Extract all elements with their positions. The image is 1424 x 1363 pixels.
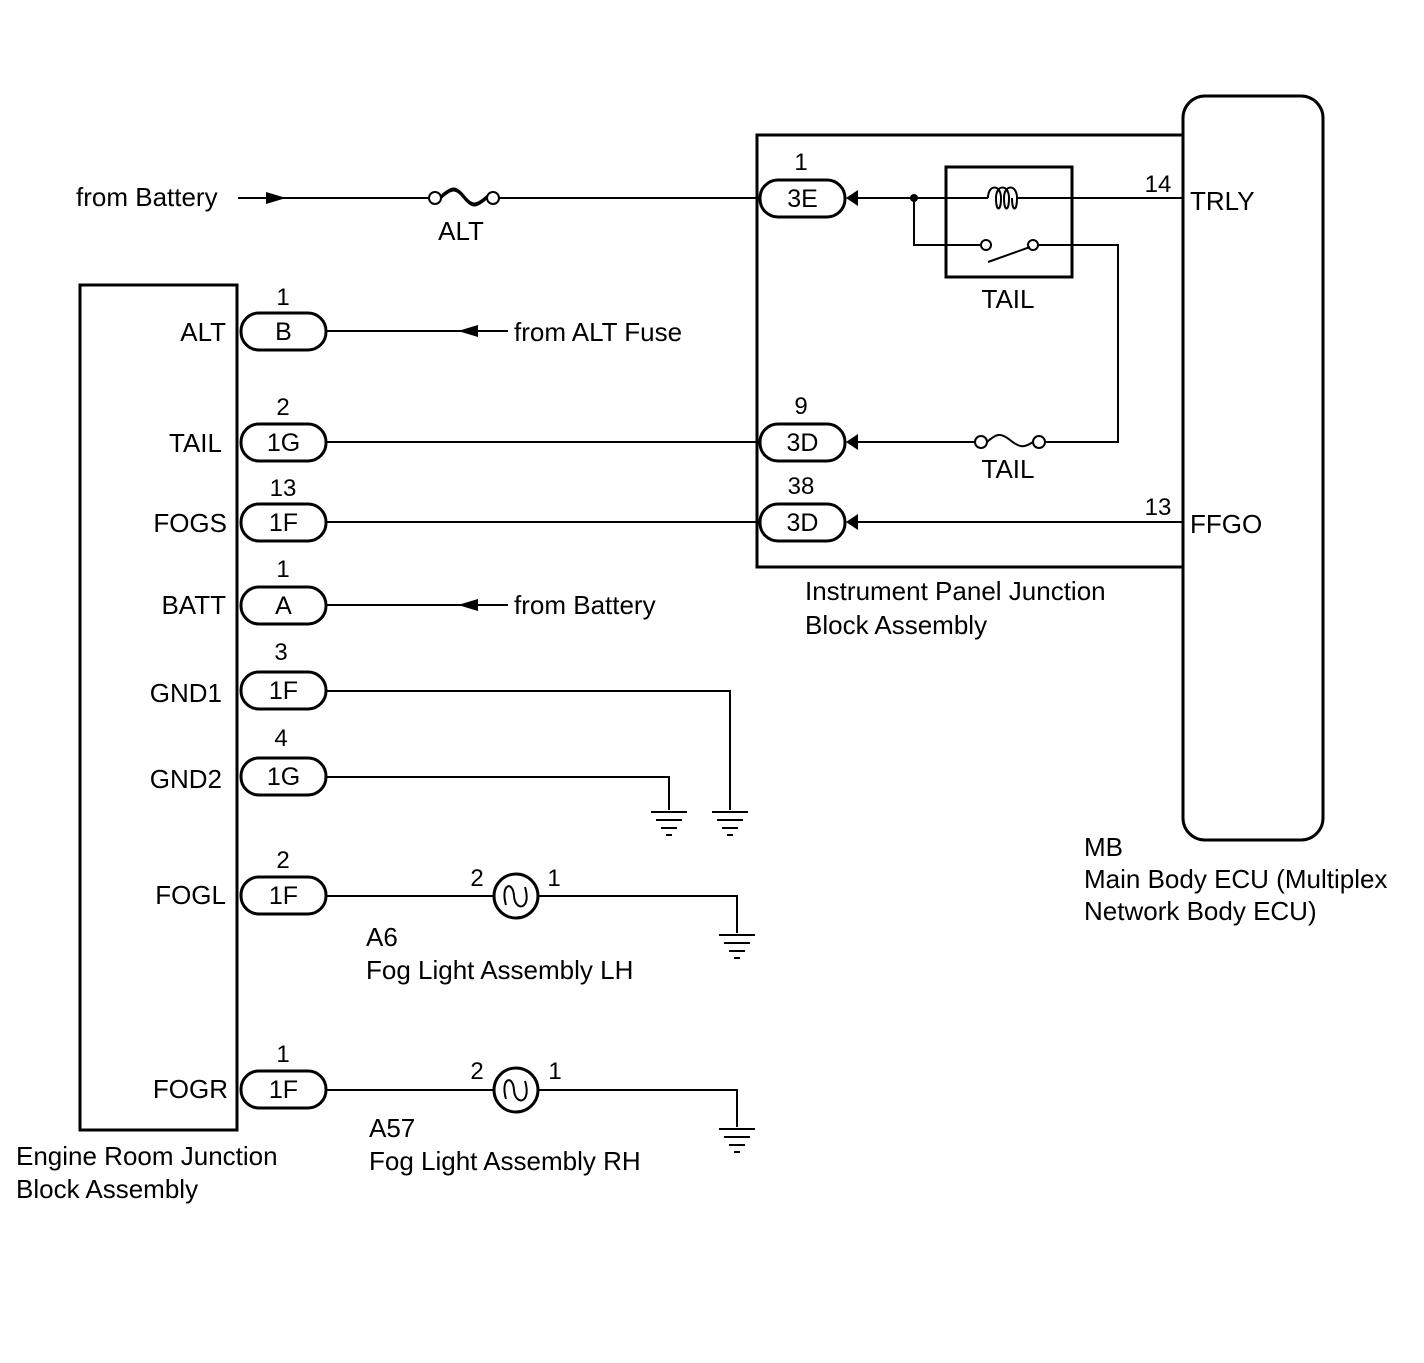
pin-number: 4	[274, 725, 287, 752]
tail-fuse-label: TAIL	[982, 454, 1035, 484]
tail-relay-box	[944, 165, 1074, 279]
connector-code: 1F	[269, 882, 298, 910]
fog-rh-ground-wire	[539, 1089, 738, 1127]
pin-number: 3	[274, 639, 287, 666]
connector-code: 1F	[269, 509, 298, 537]
connector-3d-9: 3D 9	[758, 393, 858, 463]
ecu-code: MB	[1084, 832, 1123, 862]
ecu-name-line1: Main Body ECU (Multiplex	[1084, 864, 1387, 894]
from-battery-batt-label: from Battery	[514, 590, 656, 620]
ecu-terminal-ffgo: FFGO	[1190, 509, 1262, 539]
connector-pill	[758, 502, 847, 543]
connector-gnd2-1g: 1G 4	[239, 725, 328, 797]
ip-block-name-line1: Instrument Panel Junction	[805, 576, 1106, 606]
fog-lh-pin-out: 1	[547, 865, 560, 892]
connector-pill	[758, 422, 847, 463]
pin-number: 1	[276, 556, 289, 583]
fog-light-rh-bulb-icon	[492, 1066, 540, 1114]
connector-code: 1F	[269, 1076, 298, 1104]
tail-fuse-icon	[974, 434, 1046, 449]
connector-pill	[758, 178, 847, 219]
fog-lh-ground-wire	[539, 895, 738, 933]
from-battery-top-label: from Battery	[76, 182, 218, 212]
engine-block-name-line2: Block Assembly	[16, 1174, 198, 1204]
relay-switch-feed-wire	[913, 198, 980, 246]
connector-code: 3D	[787, 429, 819, 457]
connector-code: 3D	[787, 509, 819, 537]
fog-lh-pin-in: 2	[470, 865, 483, 892]
arrow-right-icon	[266, 192, 286, 204]
fog-lh-code: A6	[366, 922, 398, 952]
pin-number: 9	[794, 393, 807, 420]
engine-room-junction-block	[78, 283, 239, 1132]
connector-3d-38: 3D 38	[758, 473, 858, 543]
terminal-label-fogr: FOGR	[153, 1074, 228, 1104]
connector-code: A	[275, 592, 292, 620]
connector-fogl-1f: 1F 2	[239, 847, 328, 916]
engine-block-name-line1: Engine Room Junction	[16, 1141, 278, 1171]
connector-arrow-icon	[846, 190, 858, 206]
pin-number: 2	[276, 847, 289, 874]
tail-relay-label: TAIL	[982, 284, 1035, 314]
connector-code: 1G	[267, 763, 300, 791]
terminal-label-fogs: FOGS	[153, 508, 227, 538]
pin-number: 13	[270, 475, 297, 502]
relay-coil-icon	[987, 186, 1019, 210]
connector-code: 3E	[787, 185, 818, 213]
instrument-panel-junction-block	[755, 133, 1183, 569]
ecu-pin-trly: 14	[1145, 171, 1172, 198]
pin-number: 38	[788, 473, 815, 500]
ecu-pin-ffgo: 13	[1145, 494, 1172, 521]
ground-icon	[651, 811, 687, 836]
main-body-ecu	[1181, 94, 1325, 842]
terminal-label-alt: ALT	[180, 317, 226, 347]
connector-tail-1g: 1G 2	[239, 394, 328, 463]
connector-gnd1-1f: 1F 3	[239, 639, 328, 711]
connector-arrow-icon	[846, 434, 858, 450]
gnd2-wire	[326, 776, 670, 810]
connector-code: 1G	[267, 429, 300, 457]
ecu-name-line2: Network Body ECU)	[1084, 896, 1317, 926]
ip-block-name-line2: Block Assembly	[805, 610, 987, 640]
pin-number: 1	[276, 1041, 289, 1068]
fog-lh-name: Fog Light Assembly LH	[366, 955, 633, 985]
connector-batt-a: A 1	[239, 556, 328, 626]
alt-fuse-label: ALT	[438, 216, 484, 246]
pin-number: 2	[276, 394, 289, 421]
fog-rh-code: A57	[369, 1113, 415, 1143]
fog-rh-pin-in: 2	[470, 1058, 483, 1085]
terminal-label-batt: BATT	[161, 590, 226, 620]
from-alt-fuse-label: from ALT Fuse	[514, 317, 682, 347]
pin-number: 1	[276, 284, 289, 311]
fog-light-lh-bulb-icon	[492, 872, 540, 920]
arrow-left-icon	[458, 325, 478, 337]
alt-fuse-icon	[428, 187, 500, 207]
terminal-label-tail: TAIL	[169, 428, 222, 458]
connector-fogr-1f: 1F 1	[239, 1041, 328, 1110]
fog-rh-pin-out: 1	[548, 1058, 561, 1085]
ground-icon	[712, 811, 748, 836]
connector-code: B	[275, 318, 292, 346]
ground-icon	[719, 934, 755, 959]
connector-arrow-icon	[846, 514, 858, 530]
terminal-label-gnd2: GND2	[150, 764, 222, 794]
fog-rh-name: Fog Light Assembly RH	[369, 1146, 641, 1176]
connector-alt-b: B 1	[239, 284, 328, 352]
relay-switch-icon	[980, 239, 1039, 263]
ecu-terminal-trly: TRLY	[1190, 186, 1255, 216]
connector-3e: 3E 1	[758, 149, 858, 219]
pin-number: 1	[794, 149, 807, 176]
connector-code: 1F	[269, 677, 298, 705]
connector-fogs-1f: 1F 13	[239, 475, 328, 543]
ground-icon	[719, 1128, 755, 1153]
relay-to-tail-fuse-wire	[1038, 244, 1119, 443]
terminal-label-fogl: FOGL	[155, 880, 226, 910]
gnd1-wire	[326, 690, 731, 810]
arrow-left-icon	[458, 599, 478, 611]
terminal-label-gnd1: GND1	[150, 678, 222, 708]
